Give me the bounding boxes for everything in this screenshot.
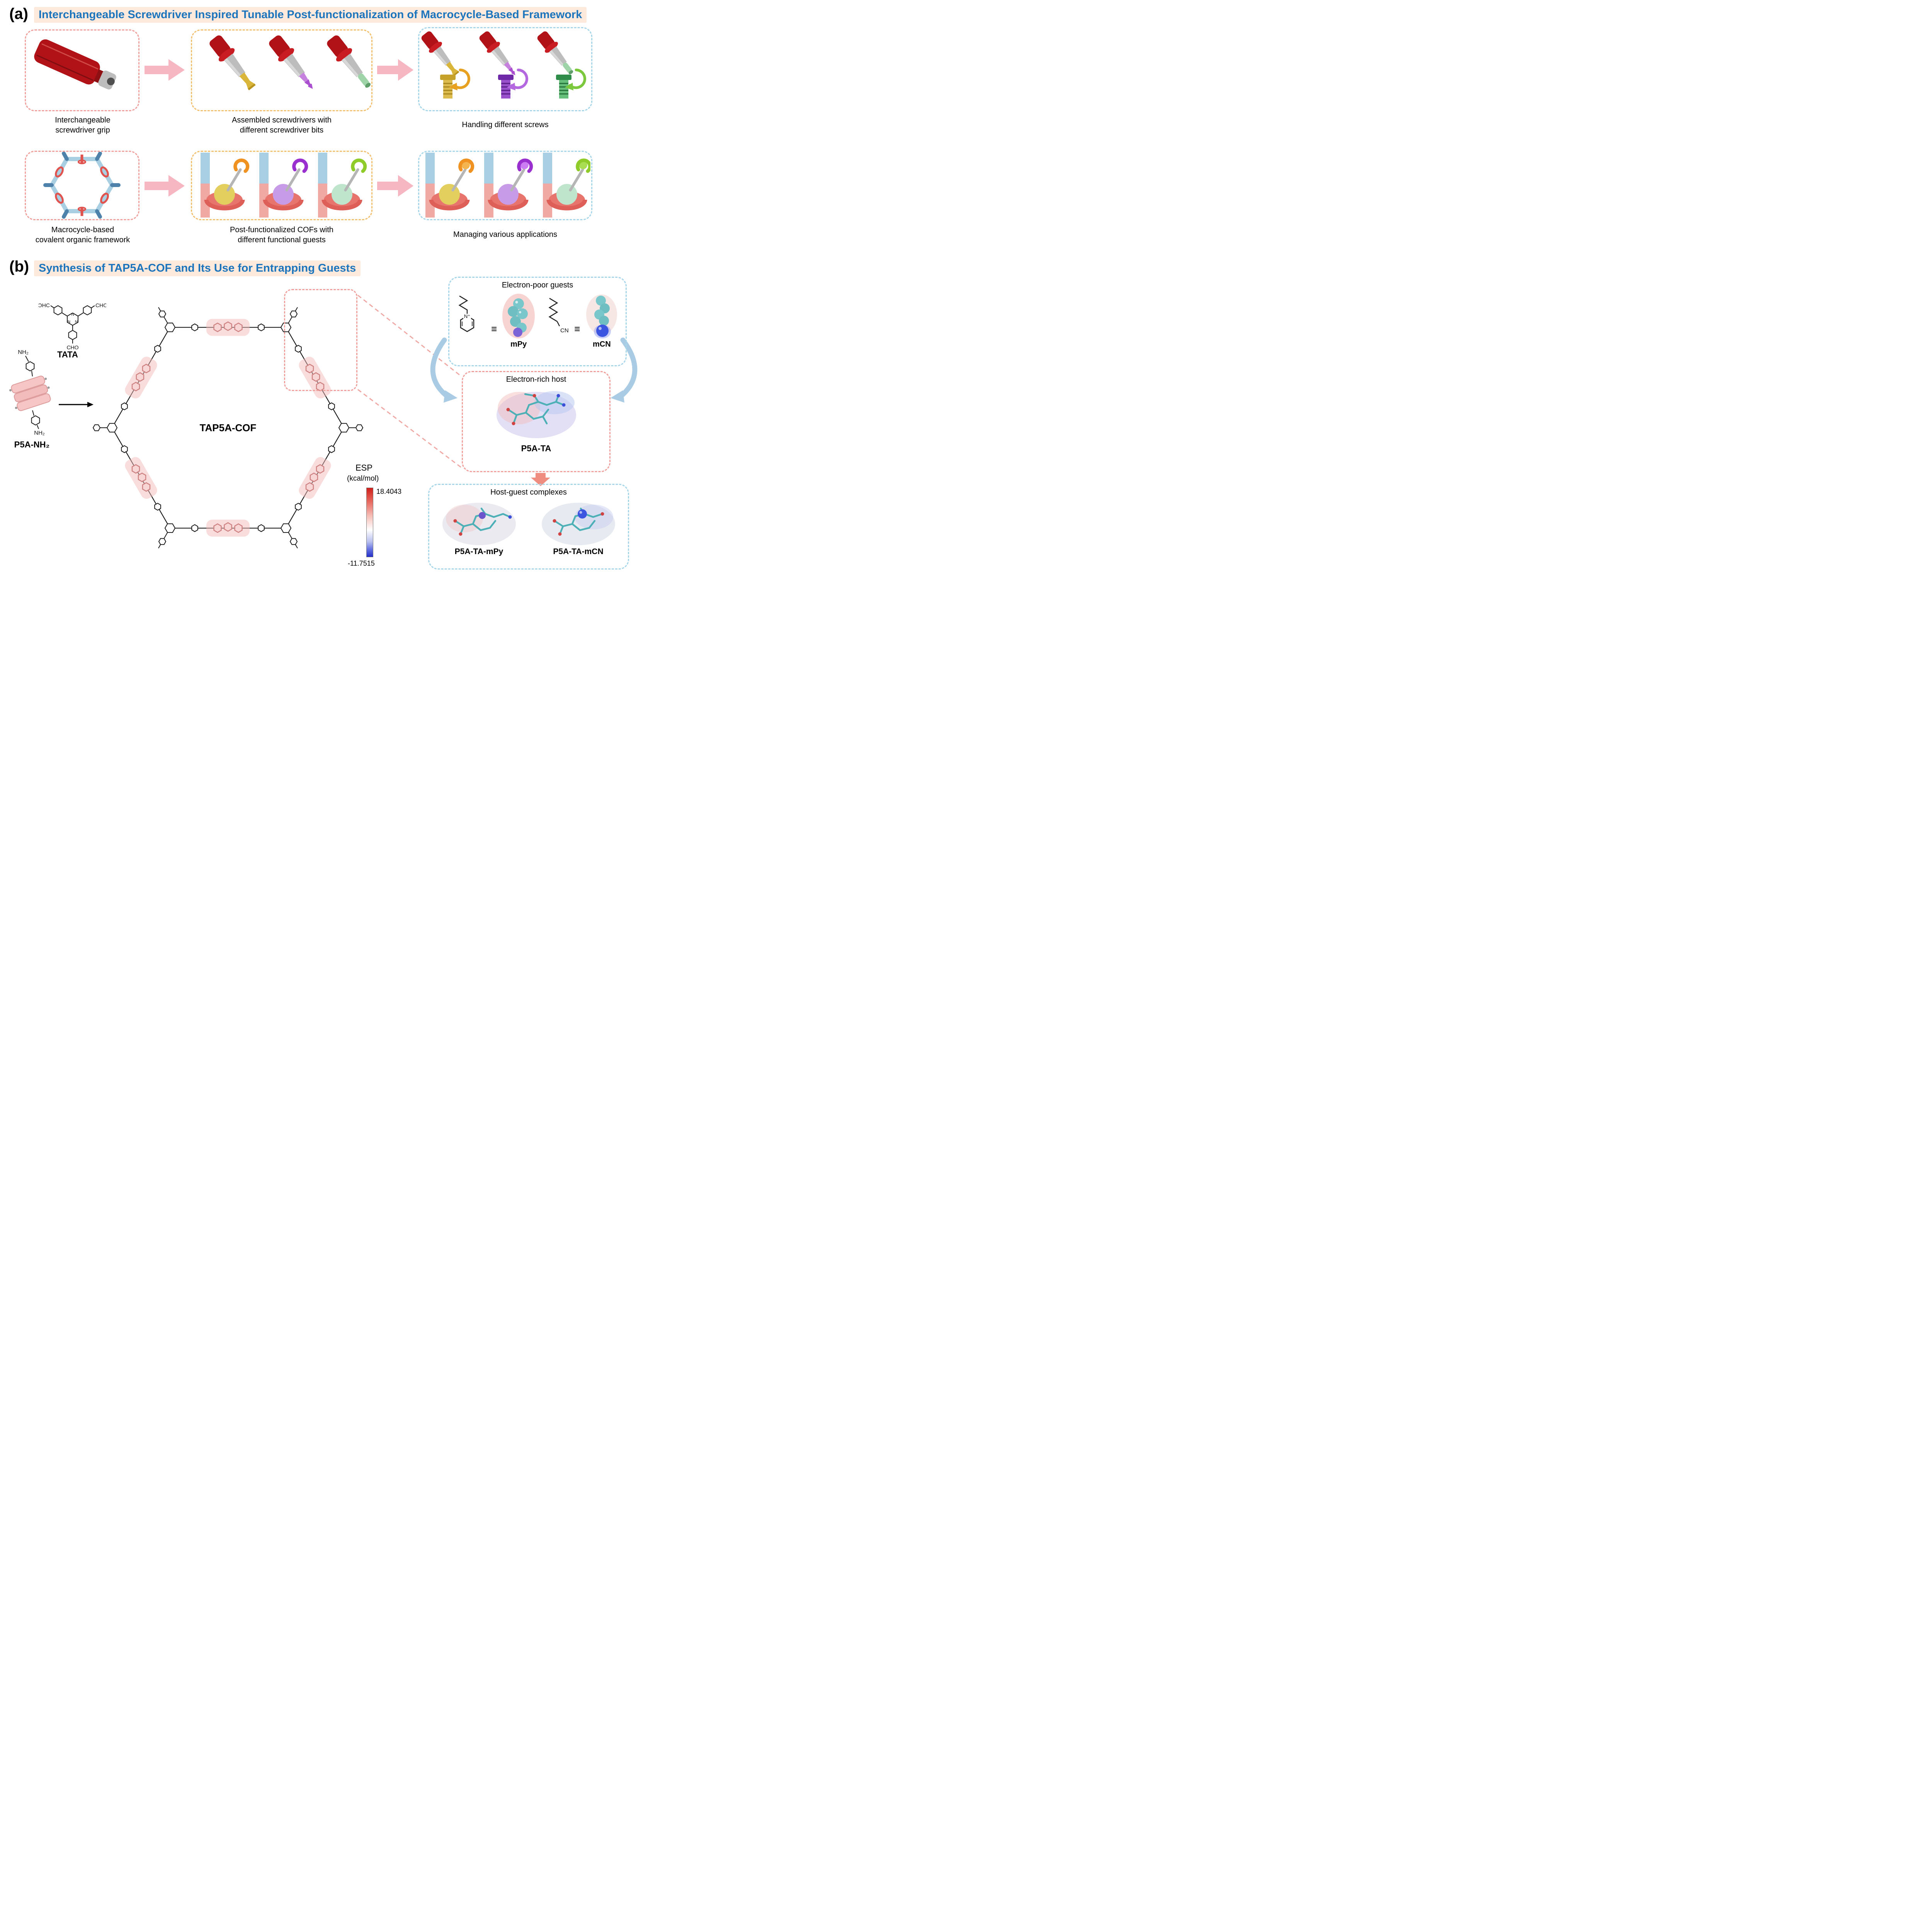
arrow-right-icon (377, 59, 413, 81)
caption-post-functionalized: Post-functionalized COFs with different … (230, 226, 333, 244)
esp-min-value: -11.7515 (348, 560, 375, 567)
mcn-spacefill-model (586, 294, 617, 338)
macrocycle-framework-box (25, 151, 139, 220)
caption-managing: Managing various applications (453, 230, 558, 239)
esp-colorbar (366, 488, 373, 557)
managing-applications-box (418, 151, 592, 220)
host-box-title: Electron-rich host (506, 375, 566, 384)
screwdriver-grip-illustration (34, 39, 116, 90)
equivalence-symbol: ≡ (491, 323, 497, 335)
mcn-structure: CN (548, 298, 569, 334)
screwdriver-grip-box (25, 29, 139, 111)
caption-assembled: Assembled screwdrivers with different sc… (232, 116, 332, 134)
assembled-screwdrivers-box (191, 29, 372, 111)
esp-max-value: 18.4043 (376, 488, 402, 495)
mpy-structure: N⁺ (458, 295, 474, 332)
electron-poor-guests-box: Electron-poor guests N⁺ ≡ (448, 277, 627, 366)
panel-a-title: Interchangeable Screwdriver Inspired Tun… (34, 7, 587, 23)
esp-unit: (kcal/mol) (347, 474, 379, 483)
handling-screws-box (418, 27, 592, 111)
nh2-top-label: NH₂ (18, 349, 29, 355)
p5a-ta-mpy-label: P5A-TA-mPy (454, 547, 503, 556)
post-functionalized-cofs-illustration (201, 153, 367, 218)
mcn-label: mCN (593, 340, 611, 349)
arrow-right-icon (377, 175, 413, 197)
ohc-label: OHC (39, 302, 50, 308)
tap5a-cof-structure (93, 284, 363, 570)
panel-b-label: (b) (9, 258, 29, 275)
managing-applications-illustration (425, 153, 592, 218)
p5a-nh2-structure: NH₂ NH₂ (9, 349, 51, 436)
caption-macrocycle: Macrocycle-based covalent organic framew… (35, 226, 130, 244)
complexes-box-title: Host-guest complexes (490, 488, 567, 497)
arrow-right-icon (145, 59, 185, 81)
cho-label: CHO (66, 344, 78, 350)
pyridinium-n-label: N⁺ (464, 313, 470, 319)
caption-grip: Interchangeable screwdriver grip (55, 116, 111, 134)
tap5a-cof-label: TAP5A-COF (199, 422, 257, 434)
figure-page: (a) Interchangeable Screwdriver Inspired… (0, 0, 641, 573)
equivalence-symbol: ≡ (574, 323, 580, 335)
nh2-bottom-label: NH₂ (34, 430, 45, 436)
guests-box-title: Electron-poor guests (502, 281, 573, 289)
tata-structure: N N N OHC CHO CHO (39, 302, 106, 350)
mpy-label: mPy (510, 340, 527, 349)
triazine-n-atom: N (71, 313, 74, 317)
caption-handling: Handling different screws (462, 121, 549, 129)
p5a-nh2-label: P5A-NH₂ (14, 440, 50, 449)
host-guest-complexes-box: Host-guest complexes P5A-TA-mPy (428, 484, 629, 570)
handling-screws-illustration (418, 29, 586, 99)
tata-label: TATA (57, 350, 78, 359)
esp-title: ESP (355, 463, 373, 473)
p5a-ta-mpy-model (442, 503, 516, 545)
post-functionalized-cofs-box (191, 151, 372, 220)
nitrile-label: CN (560, 327, 569, 334)
macrocycle-framework-illustration (43, 151, 121, 219)
reaction-arrow-icon (59, 402, 94, 407)
mpy-spacefill-model (502, 294, 535, 338)
panel-b-title: Synthesis of TAP5A-COF and Its Use for E… (34, 260, 361, 276)
p5a-ta-mcn-label: P5A-TA-mCN (553, 547, 604, 556)
triazine-n-atom: N (75, 320, 78, 324)
p5a-ta-label: P5A-TA (521, 444, 551, 453)
cho-label: CHO (95, 302, 106, 308)
cof-repeat-unit-highlight (284, 289, 357, 391)
assembled-screwdrivers-illustration (206, 32, 372, 91)
arrow-right-icon (145, 175, 185, 197)
triazine-n-atom: N (68, 320, 70, 324)
electron-rich-host-box: Electron-rich host P5A-TA (462, 371, 611, 472)
panel-a-label: (a) (9, 5, 28, 22)
p5a-ta-mcn-model (541, 503, 615, 545)
p5a-ta-spacefill-model (496, 391, 576, 438)
